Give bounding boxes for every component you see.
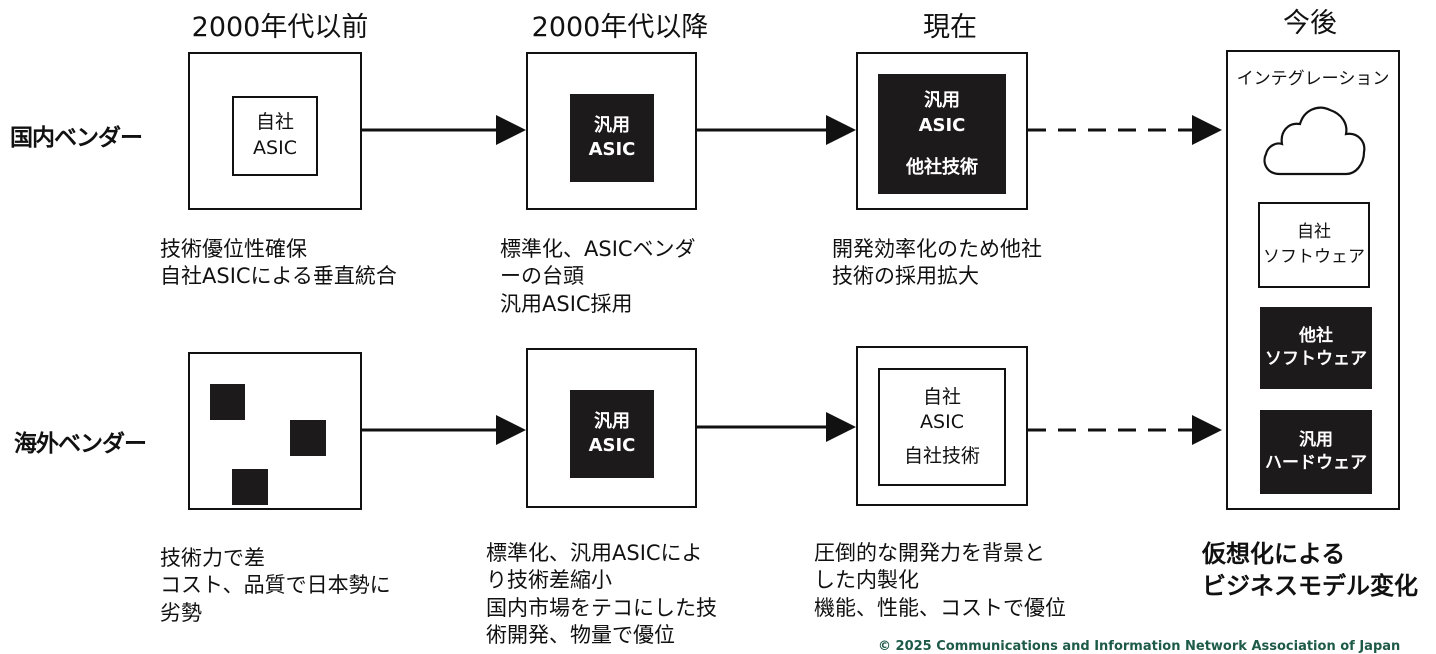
general-asic-line1: 汎用 <box>594 410 630 432</box>
dark-square <box>232 469 268 505</box>
other-software-line1: 他社 <box>1299 326 1333 347</box>
desc-line: 自社ASICによる垂直統合 <box>160 264 397 289</box>
overseas-post2000-frame: 汎用 ASIC <box>526 348 697 508</box>
column-header-pre2000: 2000年代以前 <box>191 12 369 43</box>
domestic-current-frame: 汎用 ASIC 他社技術 <box>856 52 1028 210</box>
desc-line: 術開発、物量で優位 <box>486 622 675 647</box>
overseas-post2000-desc: 標準化、汎用ASICによ り技術差縮小 国内市場をテコにした技 術開発、物量で優… <box>486 540 717 649</box>
desc-line: 劣勢 <box>160 600 202 625</box>
future-frame: インテグレーション 自社 ソフトウェア 他社 ソフトウェア 汎用 ハードウェア <box>1226 50 1400 510</box>
cloud-icon <box>1263 106 1366 176</box>
overseas-pre2000-desc: 技術力で差 コスト、品質で日本勢に 劣勢 <box>160 545 391 627</box>
general-hardware-line2: ハードウェア <box>1265 453 1367 473</box>
desc-line: 開発効率化のため他社 <box>832 237 1042 261</box>
dark-square <box>210 384 245 420</box>
general-asic-other-tech-box: 汎用 ASIC 他社技術 <box>878 74 1006 194</box>
own-software-box: 自社 ソフトウェア <box>1258 202 1370 288</box>
general-hardware-box: 汎用 ハードウェア <box>1260 410 1372 494</box>
desc-line: 技術の採用拡大 <box>832 264 979 289</box>
box-line-2: ASIC <box>920 410 964 433</box>
summary-line: ビジネスモデル変化 <box>1202 572 1418 601</box>
column-header-current: 現在 <box>923 12 977 43</box>
future-summary: 仮想化による ビジネスモデル変化 <box>1202 538 1418 603</box>
desc-line: 機能、性能、コストで優位 <box>814 595 1066 620</box>
domestic-pre2000-desc: 技術優位性確保 自社ASICによる垂直統合 <box>160 236 397 291</box>
summary-line: 仮想化による <box>1202 540 1346 568</box>
column-header-future: 今後 <box>1283 8 1337 39</box>
general-asic-line1: 汎用 <box>594 114 630 136</box>
overseas-current-frame: 自社 ASIC 自社技術 <box>856 346 1028 506</box>
copyright-notice: © 2025 Communications and Information Ne… <box>878 639 1401 654</box>
other-software-line2: ソフトウェア <box>1265 349 1367 369</box>
own-asic-box: 自社 ASIC <box>232 96 318 176</box>
overseas-current-desc: 圧倒的な開発力を背景と した内製化 機能、性能、コストで優位 <box>814 540 1066 622</box>
box-line-1: 汎用 <box>924 90 960 112</box>
desc-line: 標準化、ASICベンダ <box>500 237 696 261</box>
box-line-2: ASIC <box>918 115 966 137</box>
box-line-1: 自社 <box>922 385 961 408</box>
desc-line: ーの台頭 <box>500 264 584 289</box>
row-label-overseas: 海外ベンダー <box>14 431 147 457</box>
general-asic-box: 汎用 ASIC <box>570 94 654 182</box>
own-asic-own-tech-box: 自社 ASIC 自社技術 <box>878 368 1006 486</box>
desc-line: 技術力で差 <box>160 546 265 570</box>
desc-line: 汎用ASIC採用 <box>500 291 633 316</box>
desc-line: 圧倒的な開発力を背景と <box>814 541 1045 565</box>
desc-line: り技術差縮小 <box>486 568 612 593</box>
dark-square <box>290 420 326 456</box>
domestic-post2000-desc: 標準化、ASICベンダ ーの台頭 汎用ASIC採用 <box>500 236 696 318</box>
desc-line: 技術優位性確保 <box>160 237 307 261</box>
desc-line: した内製化 <box>814 568 919 593</box>
column-header-post2000: 2000年代以降 <box>531 12 709 43</box>
domestic-pre2000-frame: 自社 ASIC <box>188 52 362 210</box>
own-software-line2: ソフトウェア <box>1263 247 1365 267</box>
desc-line: コスト、品質で日本勢に <box>160 573 391 598</box>
domestic-current-desc: 開発効率化のため他社 技術の採用拡大 <box>832 236 1042 291</box>
general-hardware-line1: 汎用 <box>1299 430 1333 451</box>
general-asic-line2: ASIC <box>588 139 636 160</box>
box-line-3: 自社技術 <box>903 445 980 468</box>
own-software-line1: 自社 <box>1297 221 1331 242</box>
general-asic-line2: ASIC <box>588 435 636 456</box>
overseas-pre2000-frame <box>188 352 362 510</box>
own-asic-line1: 自社 <box>255 111 294 134</box>
desc-line: 標準化、汎用ASICによ <box>486 541 703 565</box>
own-asic-line2: ASIC <box>253 137 297 159</box>
box-line-3: 他社技術 <box>906 156 978 178</box>
integration-label: インテグレーション <box>1236 69 1390 89</box>
desc-line: 国内市場をテコにした技 <box>486 595 717 620</box>
general-asic-box: 汎用 ASIC <box>570 390 654 478</box>
domestic-post2000-frame: 汎用 ASIC <box>526 52 697 210</box>
row-label-domestic: 国内ベンダー <box>10 125 143 151</box>
other-software-box: 他社 ソフトウェア <box>1260 307 1372 389</box>
